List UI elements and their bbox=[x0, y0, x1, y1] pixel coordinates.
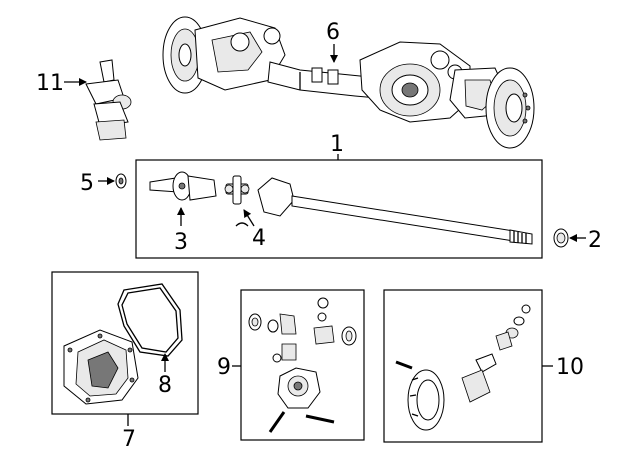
callout-2: 2 bbox=[588, 228, 602, 253]
callout-7: 7 bbox=[122, 427, 136, 452]
axle-assembly bbox=[162, 16, 535, 149]
callout-4: 4 bbox=[252, 226, 266, 251]
axle-disconnect-actuator bbox=[85, 59, 132, 141]
callout-11: 11 bbox=[36, 71, 64, 96]
differential-case-box bbox=[240, 289, 365, 441]
callout-9: 9 bbox=[217, 355, 231, 380]
differential-cover bbox=[63, 329, 139, 405]
differential-case-parts bbox=[248, 297, 357, 433]
ring-and-pinion-gear bbox=[395, 304, 531, 431]
outer-axle-shaft bbox=[257, 177, 533, 245]
callout-1: 1 bbox=[330, 132, 344, 157]
callout-10: 10 bbox=[556, 355, 584, 380]
seal-part-2 bbox=[553, 228, 569, 248]
seal-part-5 bbox=[115, 173, 127, 189]
leader-4 bbox=[243, 209, 255, 227]
callout-8: 8 bbox=[158, 373, 172, 398]
callout-6: 6 bbox=[326, 20, 340, 45]
inner-shaft-yoke bbox=[149, 171, 217, 201]
callout-3: 3 bbox=[174, 230, 188, 255]
callout-5: 5 bbox=[80, 171, 94, 196]
universal-joint bbox=[224, 175, 250, 227]
